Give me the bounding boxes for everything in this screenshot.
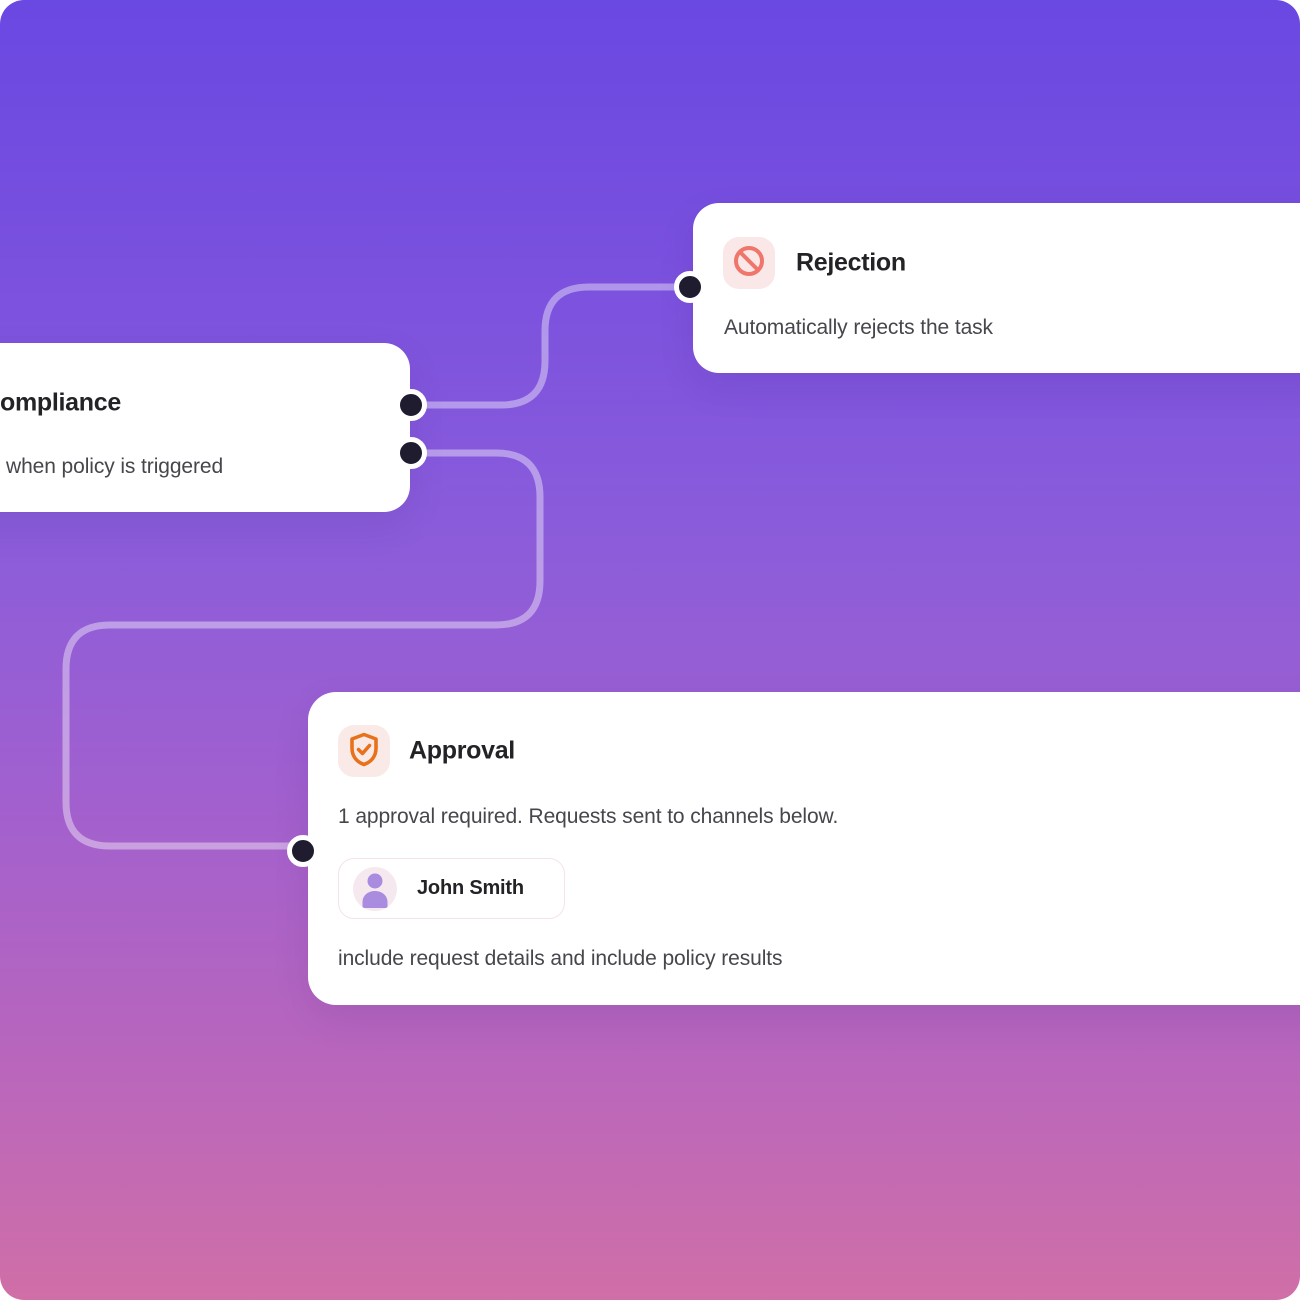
edge-compliance-to-rejection [407,283,694,409]
node-rejection-card[interactable]: Rejection Automatically rejects the task [693,203,1300,373]
edge-compliance-to-approval [62,449,544,850]
person-icon [353,867,397,911]
compliance-output-dot-bottom[interactable] [395,437,427,469]
shield-check-icon [346,731,382,772]
approval-input-dot[interactable] [287,835,319,867]
approval-title: Approval [409,736,515,765]
compliance-description: when policy is triggered [6,455,224,478]
rejection-input-dot[interactable] [674,271,706,303]
approver-name: John Smith [417,877,524,899]
ban-icon [732,244,766,283]
rejection-description: Automatically rejects the task [724,316,993,339]
rejection-icon-badge [723,237,775,289]
approval-footer: include request details and include poli… [338,947,783,970]
node-compliance-card[interactable]: ompliance when policy is triggered [0,343,410,512]
compliance-title: ompliance [0,388,121,417]
approver-chip[interactable]: John Smith [338,858,565,919]
rejection-title: Rejection [796,248,906,277]
compliance-output-dot-top[interactable] [395,389,427,421]
approval-description: 1 approval required. Requests sent to ch… [338,805,839,828]
node-approval-card[interactable]: Approval 1 approval required. Requests s… [308,692,1300,1005]
approval-icon-badge [338,725,390,777]
approver-avatar [353,866,397,911]
